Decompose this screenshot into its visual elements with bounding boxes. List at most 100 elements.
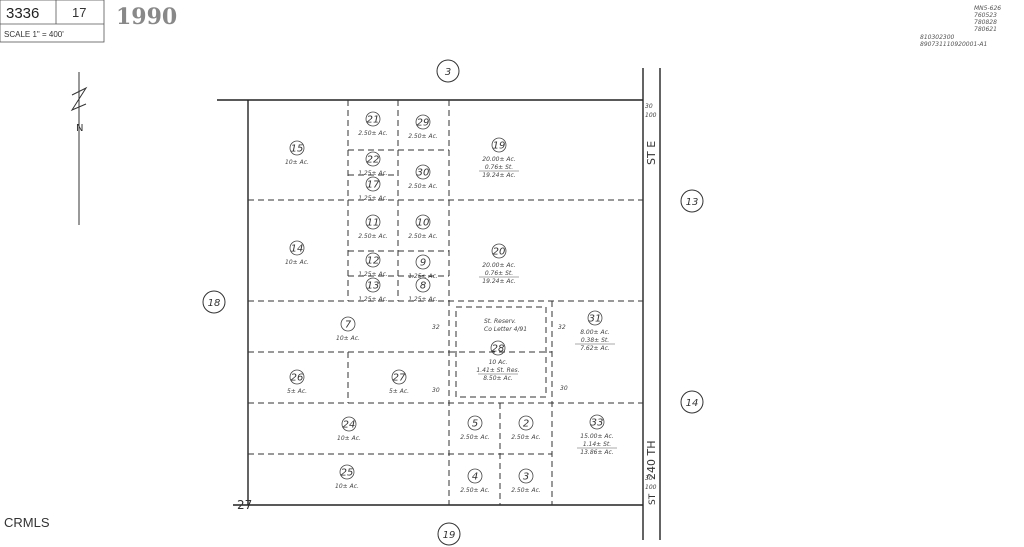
parcel-24: 24 10± Ac. <box>337 416 361 442</box>
parcel-number: 22 <box>367 155 380 166</box>
parcel-acreage: 10± Ac. <box>335 483 359 490</box>
parcel-number-circle <box>587 310 603 326</box>
parcel-31: 318.00± Ac.0.38± St.7.62± Ac. <box>575 310 615 352</box>
page-number: 17 <box>72 5 86 20</box>
parcel-number: 17 <box>367 180 380 191</box>
neighbor-map-14: 14 <box>686 398 699 409</box>
parcel-number: 19 <box>493 141 506 152</box>
parcel-21: 21 2.50± Ac. <box>358 111 388 137</box>
parcel-number-circle <box>365 277 381 293</box>
parcel-number: 12 <box>367 256 380 267</box>
parcel-number-circle <box>518 415 534 431</box>
parcel-number-circle <box>365 214 381 230</box>
parcel-number-circle <box>340 316 356 332</box>
parcel-22: 221.25± Ac. <box>358 151 388 177</box>
revision-note: 780621 <box>974 26 997 33</box>
parcel-acreage: 2.50± Ac. <box>460 487 490 494</box>
parcel-number-circle <box>289 140 305 156</box>
parcel-number: 31 <box>589 314 602 325</box>
parcel-number: 11 <box>367 218 380 229</box>
north-arrow: N <box>70 72 88 225</box>
parcel-number: 26 <box>291 373 304 384</box>
north-label: N <box>76 123 83 134</box>
parcel-net-acreage: 19.24± Ac. <box>482 172 516 179</box>
parcel-acreage: 20.00± Ac. <box>482 156 516 163</box>
street-name-st-e: ST E <box>645 141 658 165</box>
neighbor-map-13: 13 <box>686 197 699 208</box>
parcel-acreage: 10± Ac. <box>337 435 361 442</box>
scale-label: SCALE 1" = 400' <box>4 30 64 39</box>
parcel-number: 20 <box>493 247 506 258</box>
dimension-label: 30 <box>560 385 568 392</box>
parcel-lines <box>248 100 643 505</box>
parcel-acreage: 5± Ac. <box>389 388 409 395</box>
parcel-9: 9 1.25± Ac. <box>408 254 438 280</box>
parcel-street-deduction: 1.14± St. <box>583 441 611 448</box>
street-lines <box>217 68 661 540</box>
parcel-acreage: 2.50± Ac. <box>511 487 541 494</box>
parcel-number: 24 <box>343 420 356 431</box>
parcel-number-circle <box>491 137 507 153</box>
parcel-8: 81.25± Ac. <box>408 277 438 303</box>
parcel-number: 27 <box>393 373 406 384</box>
neighbor-map-18: 18 <box>208 298 221 309</box>
parcel-acreage: 10 Ac. <box>489 359 508 366</box>
parcel-number-circle <box>365 151 381 167</box>
revision-note: 810302300 <box>920 34 955 41</box>
parcel-acreage: 2.50± Ac. <box>358 130 388 137</box>
revision-note: 780828 <box>974 19 997 26</box>
parcel-acreage: 1.25± Ac. <box>358 195 388 202</box>
neighbor-map-19: 19 <box>443 530 456 541</box>
parcel-12: 12 1.25± Ac. <box>358 252 388 278</box>
parcel-acreage: 2.50± Ac. <box>358 233 388 240</box>
parcel-number: 29 <box>417 118 430 129</box>
parcel-street-deduction: 0.76± St. <box>485 270 513 277</box>
parcel-acreage: 1.25± Ac. <box>358 296 388 303</box>
parcel-number-circle <box>415 114 431 130</box>
parcel-acreage: 2.50± Ac. <box>460 434 490 441</box>
parcel-acreage: 15.00± Ac. <box>580 433 614 440</box>
dimension-label: 32 <box>558 324 566 331</box>
parcel-number: 3 <box>523 472 529 483</box>
parcel-number: 8 <box>420 281 426 292</box>
parcel-number-circle <box>467 468 483 484</box>
book-number: 3336 <box>6 5 39 22</box>
parcel-number: 10 <box>417 218 430 229</box>
dimension-label: 32 <box>432 324 440 331</box>
parcel-acreage: 1.25± Ac. <box>408 273 438 280</box>
parcel-acreage: 2.50± Ac. <box>408 183 438 190</box>
neighbor-map-refs: 3 13 14 18 19 <box>202 59 704 546</box>
parcel-13: 131.25± Ac. <box>358 277 388 303</box>
parcel-number: 33 <box>591 418 604 429</box>
parcel-acreage: 8.00± Ac. <box>580 329 610 336</box>
parcel-number: 14 <box>291 244 304 255</box>
parcel-number: 21 <box>367 115 380 126</box>
parcel-number-circle <box>490 340 506 356</box>
reservation-line-1: St. Reserv. <box>484 318 516 325</box>
reservation-line-2: Co Letter 4/91 <box>484 326 527 333</box>
parcel-street-deduction: 1.41± St. Res. <box>476 367 519 374</box>
parcel-number-circle <box>289 369 305 385</box>
parcel-3: 3 2.50± Ac. <box>511 468 541 494</box>
parcel-7: 710± Ac. <box>336 316 360 342</box>
parcel-number-circle <box>518 468 534 484</box>
parcel-acreage: 5± Ac. <box>287 388 307 395</box>
parcel-number: 9 <box>420 258 426 269</box>
parcel-number-circle <box>391 369 407 385</box>
street-prefix: ST <box>648 493 658 505</box>
header-block: 3336 17 SCALE 1" = 400' 1990 <box>0 0 177 43</box>
parcel-acreage: 20.00± Ac. <box>482 262 516 269</box>
parcel-acreage: 2.50± Ac. <box>408 133 438 140</box>
parcel-number-circle <box>415 254 431 270</box>
neighbor-map-3: 3 <box>445 67 451 78</box>
parcel-number-circle <box>415 214 431 230</box>
parcel-number-circle <box>491 243 507 259</box>
parcel-acreage: 1.25± Ac. <box>358 271 388 278</box>
parcel-net-acreage: 8.50± Ac. <box>483 375 513 382</box>
street-width-label: 100 <box>645 112 657 119</box>
dimension-label: 30 <box>432 387 440 394</box>
